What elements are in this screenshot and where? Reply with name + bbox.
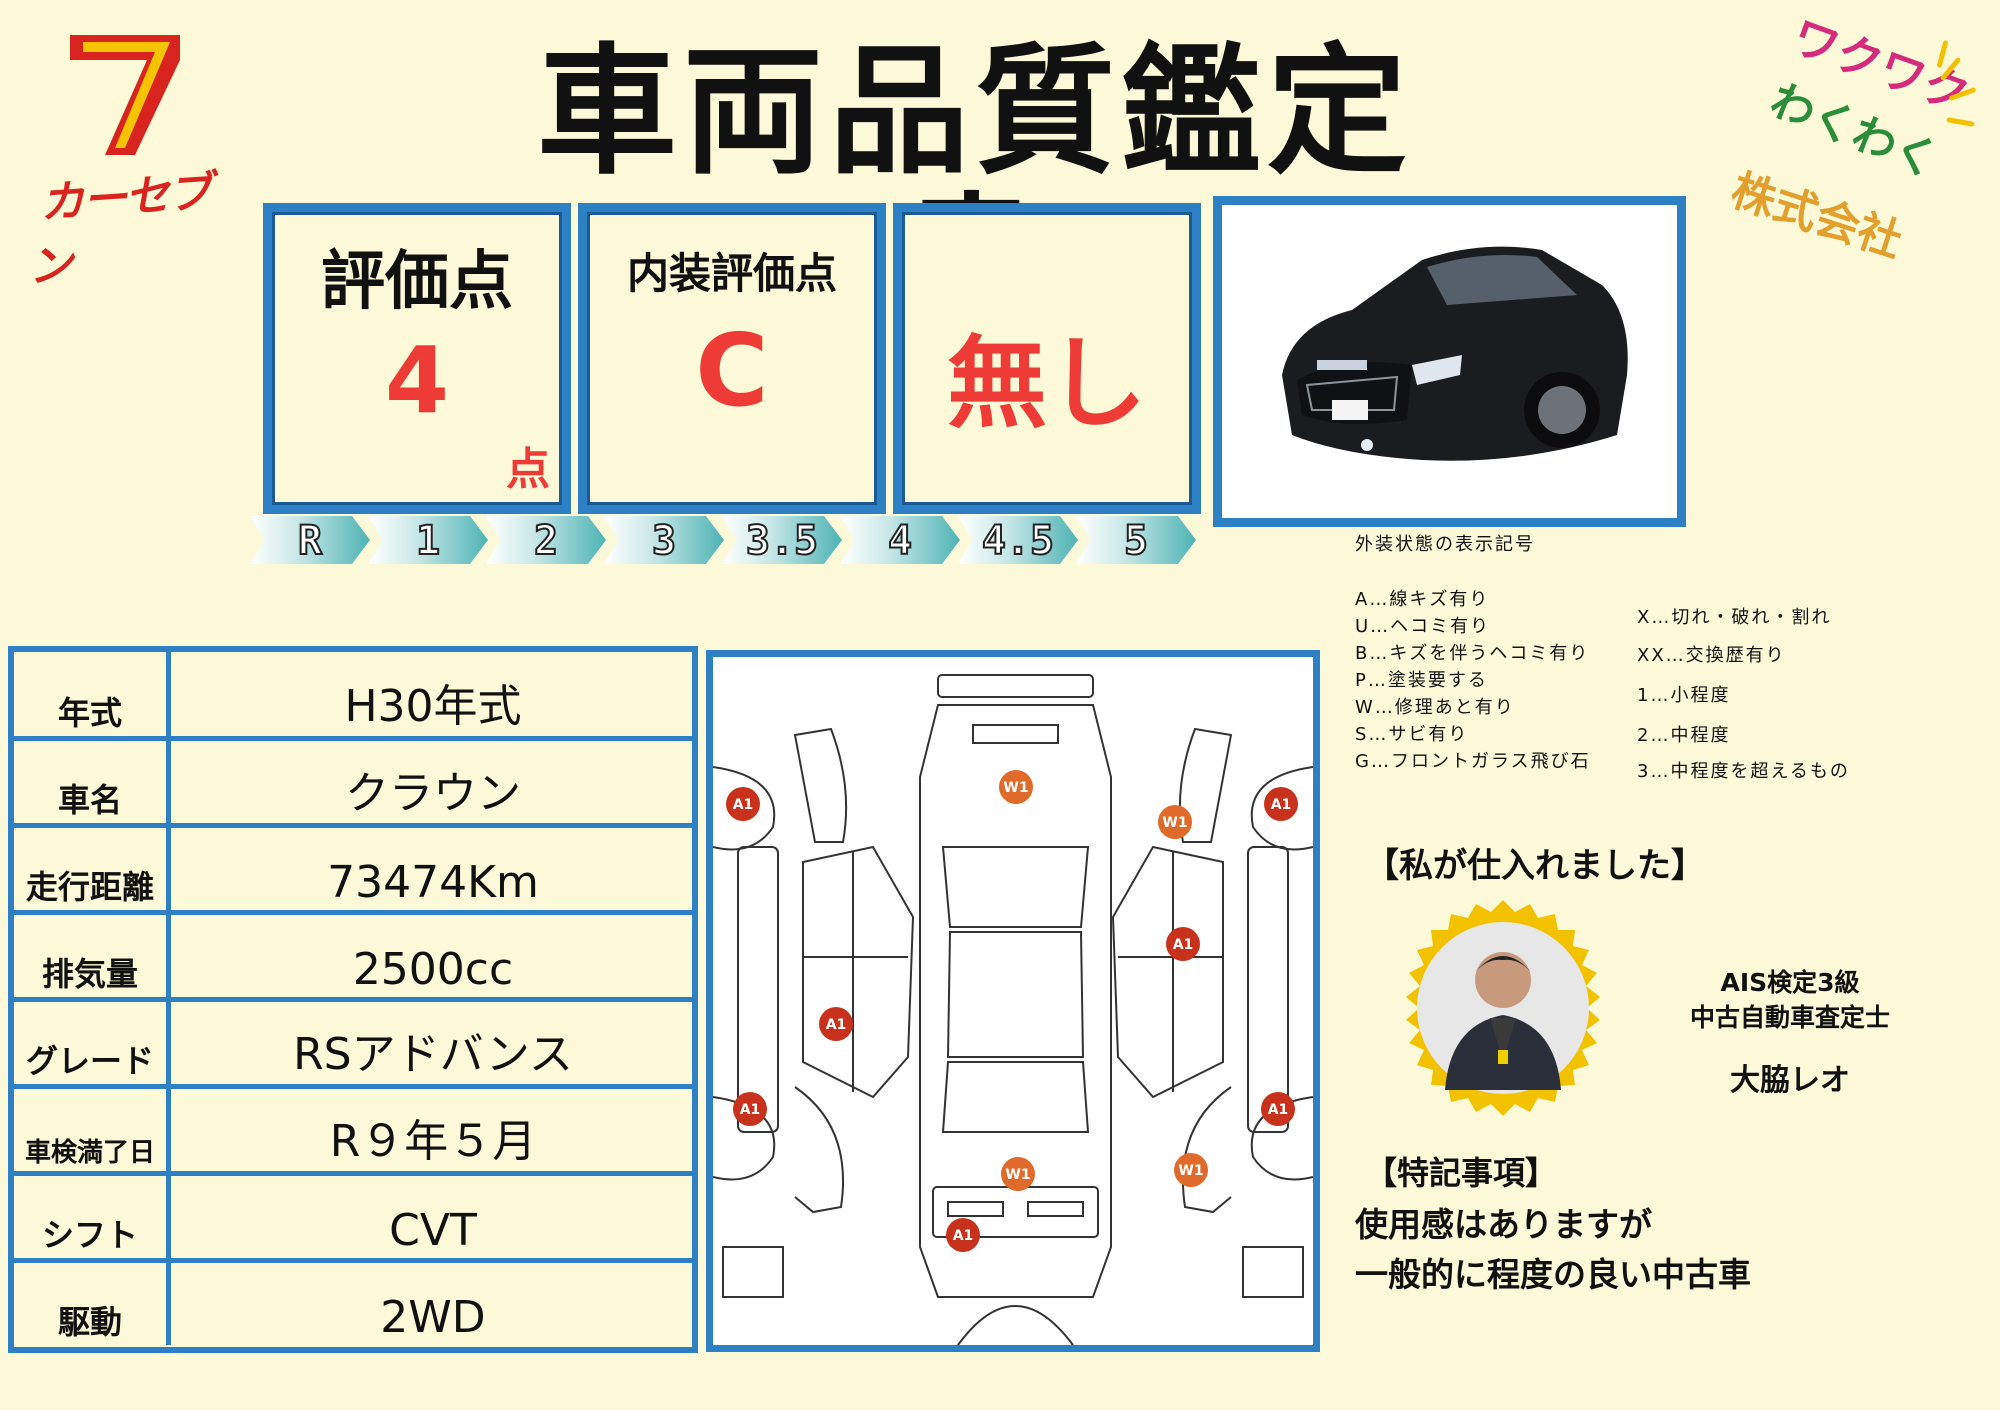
svg-text:A1: A1 [1271, 797, 1292, 813]
accident-value: 無し [947, 325, 1147, 442]
damage-mark: A1 [733, 1092, 767, 1126]
damage-mark: A1 [1264, 787, 1298, 821]
spec-value: 2WD [380, 1292, 486, 1343]
spec-row: 走行距離 73474Km [14, 826, 692, 915]
buyer-credential: 中古自動車査定士 [1689, 1003, 1890, 1032]
legend-item: W…修理あと有り [1355, 697, 1515, 718]
damage-mark: W1 [1001, 1157, 1035, 1191]
rating-scale: R 1 2 3 3.5 4 4.5 5 [250, 516, 1210, 564]
damage-mark: A1 [946, 1218, 980, 1252]
spec-row: 車検満了日 R９年５月 [14, 1087, 692, 1176]
scale-step: 3.5 [722, 516, 842, 564]
score-value: 4 [384, 327, 449, 434]
damage-mark: A1 [1261, 1092, 1295, 1126]
legend-item: P…塗装要する [1355, 670, 1488, 691]
car-seven-logo [70, 35, 180, 155]
scale-step: 5 [1076, 516, 1196, 564]
svg-text:W1: W1 [1005, 1167, 1030, 1183]
damage-mark: A1 [726, 787, 760, 821]
legend-item: 1…小程度 [1637, 685, 1731, 706]
spec-label: 排気量 [14, 913, 171, 997]
interior-value: C [695, 312, 769, 429]
spec-row: 駆動 2WD [14, 1261, 692, 1345]
car-outline: A1 A1 W1 W1 A1 A1 A1 A1 W1 W1 A1 [712, 674, 1314, 1346]
svg-text:A1: A1 [826, 1017, 847, 1033]
scale-step: R [250, 516, 370, 564]
spec-row: 年式 H30年式 [14, 652, 692, 741]
spec-label: 車検満了日 [14, 1087, 171, 1171]
spec-label: 駆動 [14, 1261, 171, 1345]
interior-label: 内装評価点 [626, 249, 837, 298]
legend-item: U…ヘコミ有り [1355, 616, 1491, 637]
buyer-credential: AIS検定3級 [1720, 968, 1860, 997]
car-photo-image [1222, 205, 1677, 518]
notes-heading: 【特記事項】 [1365, 1154, 1558, 1192]
score-box: 評価点 4 点 [263, 203, 571, 514]
scale-step: 2 [486, 516, 606, 564]
spec-label: 車名 [14, 739, 171, 823]
buyer-heading: 【私が仕入れました】 [1365, 846, 1705, 886]
damage-diagram: A1 A1 W1 W1 A1 A1 A1 A1 W1 W1 A1 [706, 650, 1320, 1352]
spec-row: 車名 クラウン [14, 739, 692, 828]
spec-row: グレード RSアドバンス [14, 1000, 692, 1089]
damage-mark: A1 [819, 1007, 853, 1041]
svg-text:A1: A1 [1268, 1102, 1289, 1118]
spec-value: 2500cc [352, 944, 514, 995]
buyer-name: 大脇レオ [1730, 1063, 1850, 1098]
svg-text:W1: W1 [1003, 780, 1028, 796]
legend-item: S…サビ有り [1355, 724, 1469, 745]
legend-item: A…線キズ有り [1355, 589, 1490, 610]
spec-row: シフト CVT [14, 1174, 692, 1263]
accident-history-box: 無し [893, 203, 1201, 514]
spec-table: 年式 H30年式 車名 クラウン 走行距離 73474Km 排気量 2500cc… [8, 646, 698, 1353]
score-unit: 点 [506, 444, 550, 495]
car-photo [1213, 196, 1686, 527]
damage-mark: A1 [1166, 927, 1200, 961]
legend-item: 3…中程度を超えるもの [1637, 761, 1850, 782]
spec-value: RSアドバンス [293, 1029, 573, 1080]
notes-line: 一般的に程度の良い中古車 [1355, 1255, 1751, 1294]
spec-label: 年式 [14, 652, 171, 736]
damage-mark: W1 [1174, 1153, 1208, 1187]
spec-label: 走行距離 [14, 826, 171, 910]
spec-row: 排気量 2500cc [14, 913, 692, 1002]
legend-item: G…フロントガラス飛び石 [1355, 751, 1591, 772]
scale-step: 3 [604, 516, 724, 564]
scale-step: 1 [368, 516, 488, 564]
scale-step: 4 [840, 516, 960, 564]
legend-item: X…切れ・破れ・割れ [1637, 607, 1832, 628]
score-label: 評価点 [321, 245, 513, 319]
logo-wordmark: カーセブン [27, 166, 219, 293]
buyer-avatar [1406, 900, 1600, 1116]
legend-title: 外装状態の表示記号 [1355, 534, 1535, 555]
svg-text:W1: W1 [1178, 1163, 1203, 1179]
spec-value: CVT [389, 1205, 477, 1256]
legend-item: XX…交換歴有り [1637, 645, 1786, 666]
interior-score-box: 内装評価点 C [578, 203, 886, 514]
spec-value: クラウン [345, 768, 521, 819]
legend-item: B…キズを伴うヘコミ有り [1355, 643, 1590, 664]
spec-value: R９年５月 [329, 1116, 537, 1167]
svg-text:A1: A1 [953, 1228, 974, 1244]
notes-line: 使用感はありますが [1355, 1205, 1652, 1244]
spec-value: 73474Km [327, 857, 539, 908]
spec-label: グレード [14, 1000, 171, 1084]
damage-mark: W1 [1158, 805, 1192, 839]
spec-label: シフト [14, 1174, 171, 1258]
svg-text:A1: A1 [733, 797, 754, 813]
svg-text:W1: W1 [1162, 815, 1187, 831]
damage-mark: W1 [999, 770, 1033, 804]
damage-marks: A1 A1 W1 W1 A1 A1 A1 A1 W1 W1 A1 [726, 770, 1298, 1252]
spec-value: H30年式 [344, 681, 522, 732]
svg-text:A1: A1 [740, 1102, 761, 1118]
scale-step: 4.5 [958, 516, 1078, 564]
svg-text:A1: A1 [1173, 937, 1194, 953]
legend-item: 2…中程度 [1637, 725, 1731, 746]
